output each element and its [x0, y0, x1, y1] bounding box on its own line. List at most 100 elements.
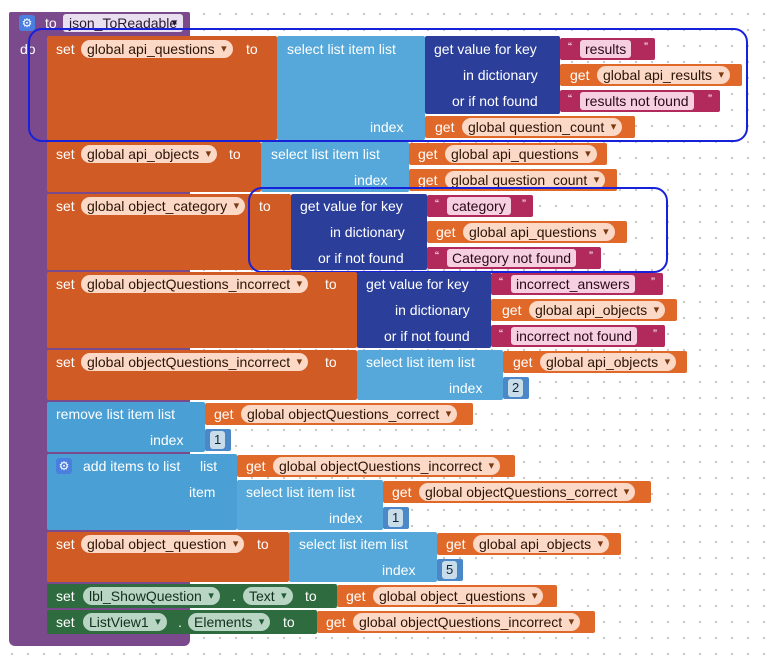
property-dropdown-text[interactable]: Text [243, 587, 293, 605]
get-label: get [513, 354, 533, 370]
get-api-results-block[interactable]: get global api_results [560, 64, 742, 86]
var-dropdown-objq-correct[interactable]: global objectQuestions_correct [419, 483, 636, 501]
var-dropdown-api-questions[interactable]: global api_questions [463, 223, 615, 241]
property-dropdown-elements[interactable]: Elements [188, 613, 271, 631]
var-dropdown-object-questions[interactable]: global object_questions [373, 587, 544, 605]
set-label: set [56, 41, 75, 57]
procedure-to-label: to [45, 15, 57, 31]
text-results-block[interactable]: “ results ” [560, 38, 655, 60]
number-value[interactable]: 1 [388, 509, 404, 527]
var-dropdown-api-objects[interactable]: global api_objects [81, 145, 218, 163]
get-objq-incorrect-block[interactable]: get global objectQuestions_incorrect [317, 611, 595, 633]
select-list-item-block[interactable] [277, 36, 425, 140]
get-label: get [446, 536, 466, 552]
index-label: index [382, 562, 416, 578]
var-dropdown-objq-incorrect[interactable]: global objectQuestions_incorrect [81, 275, 309, 293]
get-value-for-key-block[interactable] [357, 272, 491, 348]
var-dropdown-api-objects[interactable]: global api_objects [540, 353, 677, 371]
text-value-category[interactable]: category [447, 197, 511, 215]
var-dropdown-object-question[interactable]: global object_question [81, 535, 245, 553]
select-list-item-label: select list item list [299, 536, 408, 552]
get-value-for-key-block[interactable] [425, 36, 560, 114]
gear-icon[interactable]: ⚙ [19, 15, 35, 31]
to-label: to [325, 354, 337, 370]
set-listview-elements-block[interactable]: set ListView1 . Elements to [47, 610, 317, 634]
get-objq-correct-block[interactable]: get global objectQuestions_correct [205, 403, 473, 425]
add-items-to-list-block[interactable] [47, 454, 237, 530]
select-list-item-block[interactable] [237, 480, 383, 530]
var-dropdown-api-questions[interactable]: global api_questions [81, 40, 233, 58]
set-label: set [56, 354, 75, 370]
get-label: get [214, 406, 234, 422]
select-list-item-block[interactable] [261, 142, 409, 192]
var-dropdown-question-count[interactable]: global question_count [462, 118, 623, 136]
get-api-questions-block[interactable]: get global api_questions [427, 221, 627, 243]
get-objq-correct-block[interactable]: get global objectQuestions_correct [383, 481, 651, 503]
select-list-item-label: select list item list [287, 41, 396, 57]
set-label: set [56, 588, 75, 604]
index-label: index [150, 432, 184, 448]
get-value-for-key-block[interactable] [291, 194, 427, 270]
get-api-objects-block[interactable]: get global api_objects [437, 533, 621, 555]
text-value-incorrect-not-found[interactable]: incorrect not found [511, 327, 637, 345]
gear-icon[interactable]: ⚙ [56, 458, 72, 474]
number-value[interactable]: 5 [442, 561, 458, 579]
text-category-block[interactable]: “ category ” [427, 195, 533, 217]
text-value-incorrect-answers[interactable]: incorrect_answers [511, 275, 635, 293]
or-if-not-found-label: or if not found [384, 328, 470, 344]
dot-label: . [232, 588, 236, 604]
to-label: to [246, 41, 258, 57]
remove-list-item-block[interactable] [47, 402, 205, 452]
text-value-results-not-found[interactable]: results not found [580, 92, 694, 110]
component-dropdown-lbl[interactable]: lbl_ShowQuestion [83, 587, 220, 605]
get-api-objects-block[interactable]: get global api_objects [491, 299, 677, 321]
get-label: get [418, 146, 438, 162]
select-list-item-block[interactable] [357, 350, 503, 400]
var-dropdown-objq-incorrect[interactable]: global objectQuestions_incorrect [353, 613, 581, 631]
procedure-do-label: do [20, 41, 36, 57]
var-dropdown-object-category[interactable]: global object_category [81, 197, 246, 215]
var-dropdown-question-count[interactable]: global question_count [445, 171, 606, 189]
set-label: set [56, 146, 75, 162]
text-value-results[interactable]: results [580, 40, 632, 58]
number-block-5[interactable]: 5 [437, 559, 463, 581]
to-label: to [257, 536, 269, 552]
var-dropdown-objq-incorrect[interactable]: global objectQuestions_incorrect [273, 457, 501, 475]
text-value-category-not-found[interactable]: Category not found [447, 249, 577, 267]
text-results-not-found-block[interactable]: “ results not found ” [560, 90, 720, 112]
get-api-questions-block[interactable]: get global api_questions [409, 143, 607, 165]
var-dropdown-objq-correct[interactable]: global objectQuestions_correct [241, 405, 458, 423]
number-block-2[interactable]: 2 [503, 377, 529, 399]
get-api-objects-block[interactable]: get global api_objects [503, 351, 687, 373]
text-incorrect-not-found-block[interactable]: “ incorrect not found ” [491, 325, 665, 347]
var-dropdown-api-questions[interactable]: global api_questions [445, 145, 597, 163]
text-incorrect-answers-block[interactable]: “ incorrect_answers ” [491, 273, 663, 295]
component-dropdown-listview[interactable]: ListView1 [83, 613, 167, 631]
highlight-ring-2 [248, 187, 668, 273]
var-dropdown-api-objects[interactable]: global api_objects [529, 301, 666, 319]
var-dropdown-api-results[interactable]: global api_results [597, 66, 730, 84]
number-value[interactable]: 1 [210, 431, 226, 449]
select-list-item-block[interactable] [289, 532, 437, 582]
list-label: list [200, 458, 218, 474]
text-category-not-found-block[interactable]: “ Category not found ” [427, 247, 601, 269]
get-label: get [392, 484, 412, 500]
get-object-questions-block[interactable]: get global object_questions [337, 585, 557, 607]
to-label: to [229, 146, 241, 162]
get-question-count-block[interactable]: get global question_count [409, 169, 617, 191]
number-value[interactable]: 2 [508, 379, 524, 397]
get-objq-incorrect-block[interactable]: get global objectQuestions_incorrect [237, 455, 515, 477]
to-label: to [283, 614, 295, 630]
number-block-1[interactable]: 1 [383, 507, 409, 529]
get-question-count-block[interactable]: get global question_count [425, 116, 635, 138]
procedure-name-field[interactable]: json_ToReadable [63, 14, 184, 32]
get-value-for-key-label: get value for key [366, 276, 469, 292]
set-lbl-text-block[interactable]: set lbl_ShowQuestion . Text to [47, 584, 337, 608]
number-block-1[interactable]: 1 [205, 429, 231, 451]
get-label: get [346, 588, 366, 604]
in-dictionary-label: in dictionary [395, 302, 470, 318]
var-dropdown-objq-incorrect[interactable]: global objectQuestions_incorrect [81, 353, 309, 371]
var-dropdown-api-objects[interactable]: global api_objects [473, 535, 610, 553]
highlight-ring-1 [28, 28, 748, 142]
select-list-item-label: select list item list [246, 484, 355, 500]
